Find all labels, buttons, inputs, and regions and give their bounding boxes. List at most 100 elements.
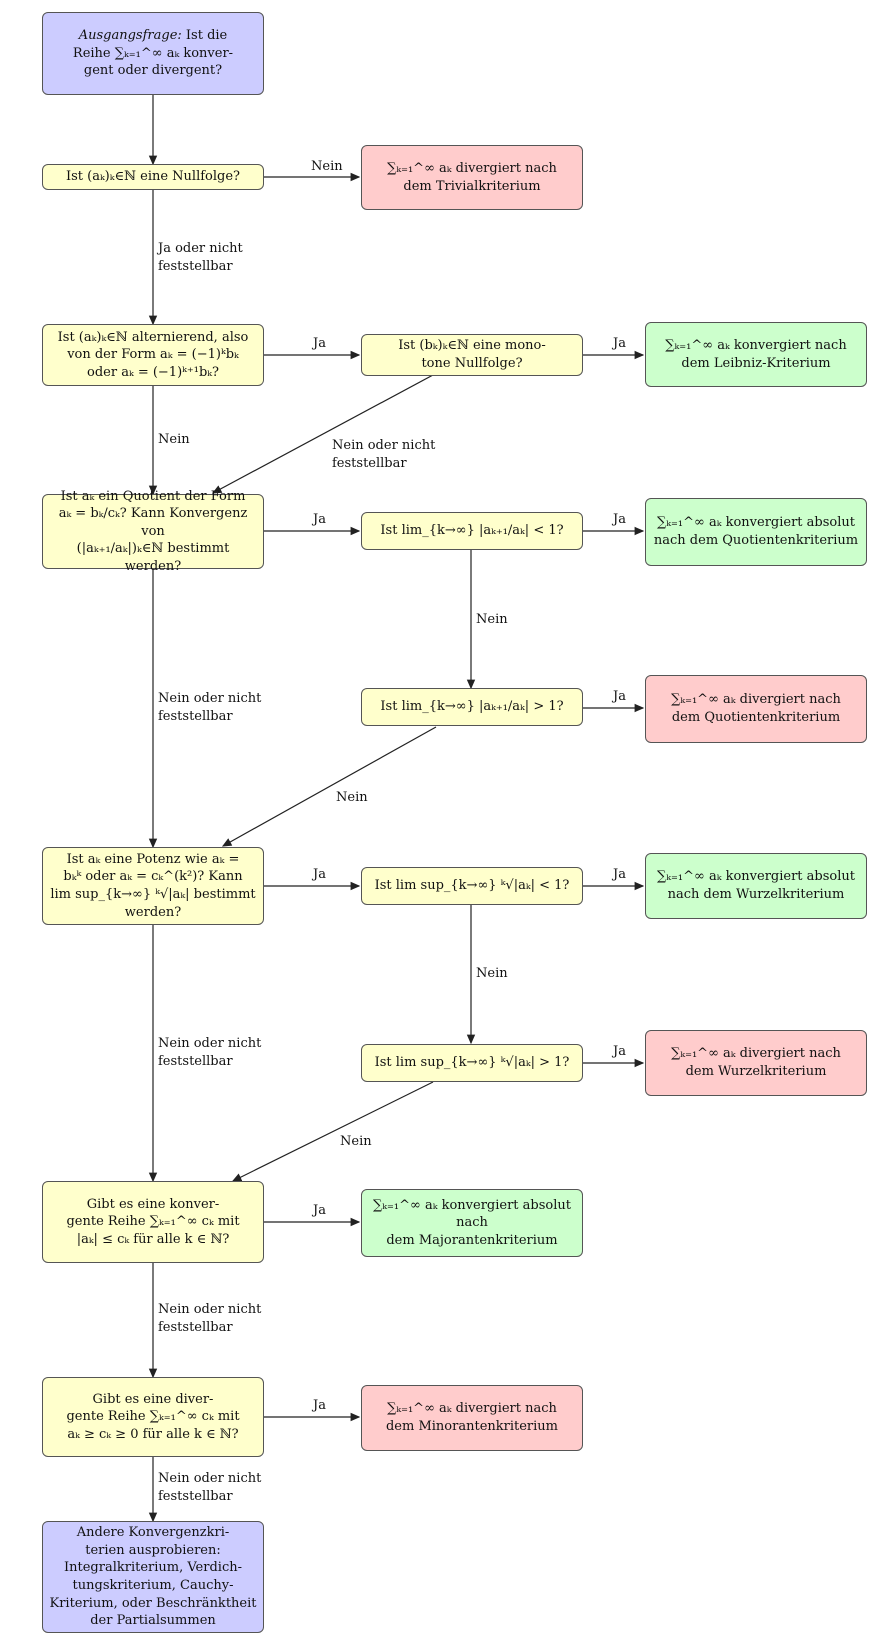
question-potenz-line-1: Ist aₖ eine Potenz wie aₖ = <box>66 851 240 867</box>
result-trivialkriterium-line-2: dem Trivialkriterium <box>403 178 541 194</box>
question-alternierend-line-2: von der Form aₖ = (−1)ᵏbₖ <box>67 347 239 363</box>
question-lim-greater-than-one-line-1: Ist lim_{k→∞} |aₖ₊₁/aₖ| > 1? <box>380 699 564 715</box>
result-wurzelkriterium-divergent: ∑ₖ₌₁^∞ aₖ divergiert nach dem Wurzelkrit… <box>645 1030 867 1096</box>
result-wurzelkriterium-konvergent-line-2: nach dem Wurzelkriterium <box>667 887 845 902</box>
question-majorante-line-1: Gibt es eine konver- <box>86 1196 220 1212</box>
result-wurzelkriterium-divergent-line-2: dem Wurzelkriterium <box>685 1064 827 1079</box>
edge-label-nein-oder-nicht-major-line-1: Nein oder nicht <box>158 1302 262 1317</box>
edge-label-ja-quot-div: Ja <box>613 689 626 704</box>
question-lim-less-than-one: Ist lim_{k→∞} |aₖ₊₁/aₖ| < 1? <box>361 512 583 550</box>
edge-label-ja-leibniz: Ja <box>613 336 626 351</box>
result-quotientenkriterium-konvergent-line-1: ∑ₖ₌₁^∞ aₖ konvergiert absolut <box>657 515 855 531</box>
result-quotientenkriterium-konvergent-line-2: nach dem Quotientenkriterium <box>653 533 859 548</box>
question-monotone-nullfolge: Ist (bₖ)ₖ∈ℕ eine mono- tone Nullfolge? <box>361 334 583 376</box>
edge-label-nein-oder-nicht-bk-line-1: Nein oder nicht <box>332 438 436 453</box>
question-limsup-greater-than-one: Ist lim sup_{k→∞} ᵏ√|aₖ| > 1? <box>361 1044 583 1082</box>
result-quotientenkriterium-divergent-line-1: ∑ₖ₌₁^∞ aₖ divergiert nach <box>671 692 841 708</box>
question-limsup-greater-than-one-line-1: Ist lim sup_{k→∞} ᵏ√|aₖ| > 1? <box>374 1055 570 1071</box>
edge-label-ja-quot: Ja <box>313 512 326 527</box>
result-trivialkriterium-line-1: ∑ₖ₌₁^∞ aₖ divergiert nach <box>387 160 557 176</box>
question-lim-less-than-one-line-1: Ist lim_{k→∞} |aₖ₊₁/aₖ| < 1? <box>380 523 564 539</box>
start-node: Ausgangsfrage: Ist die Reihe ∑ₖ₌₁^∞ aₖ k… <box>42 12 264 95</box>
question-minorante-line-2: gente Reihe ∑ₖ₌₁^∞ cₖ mit <box>66 1409 240 1425</box>
question-monotone-nullfolge-line-2: tone Nullfolge? <box>421 356 523 371</box>
question-nullfolge: Ist (aₖ)ₖ∈ℕ eine Nullfolge? <box>42 164 264 190</box>
question-alternierend-line-1: Ist (aₖ)ₖ∈ℕ alternierend, also <box>57 329 249 345</box>
question-lim-greater-than-one: Ist lim_{k→∞} |aₖ₊₁/aₖ| > 1? <box>361 688 583 726</box>
edge-label-nein-alt: Nein <box>158 432 190 447</box>
edge-label-nein-trivial: Nein <box>311 159 343 174</box>
result-wurzelkriterium-divergent-line-1: ∑ₖ₌₁^∞ aₖ divergiert nach <box>671 1046 841 1062</box>
result-leibniz-kriterium-line-2: dem Leibniz-Kriterium <box>681 355 831 371</box>
edge-rootgt-to-major <box>231 1081 434 1182</box>
question-nullfolge-line-1: Ist (aₖ)ₖ∈ℕ eine Nullfolge? <box>65 169 241 185</box>
edge-label-ja-oder-nicht-line-1: Ja oder nicht <box>158 241 243 256</box>
edge-label-ja-oder-nicht: Ja oder nicht feststellbar <box>158 240 243 275</box>
result-minorantenkriterium: ∑ₖ₌₁^∞ aₖ divergiert nach dem Minoranten… <box>361 1385 583 1451</box>
question-quotient-line-3: (|aₖ₊₁/aₖ|)ₖ∈ℕ bestimmt werden? <box>76 541 230 574</box>
edge-limgt-to-pot <box>221 726 437 847</box>
result-leibniz-kriterium: ∑ₖ₌₁^∞ aₖ konvergiert nach dem Leibniz-K… <box>645 322 867 387</box>
start-node-line-3: gent oder divergent? <box>83 63 223 79</box>
edge-label-ja-quot-conv: Ja <box>613 512 626 527</box>
question-minorante-line-3: aₖ ≥ cₖ ≥ 0 für alle k ∈ ℕ? <box>67 1426 239 1442</box>
question-limsup-less-than-one-line-1: Ist lim sup_{k→∞} ᵏ√|aₖ| < 1? <box>374 878 570 894</box>
edge-label-nein-oder-nicht-minor: Nein oder nicht feststellbar <box>158 1470 261 1505</box>
result-trivialkriterium: ∑ₖ₌₁^∞ aₖ divergiert nach dem Trivialkri… <box>361 145 583 210</box>
edge-label-nein-oder-nicht-major-line-2: feststellbar <box>158 1319 233 1335</box>
edge-label-nein-rootlt: Nein <box>476 966 508 981</box>
result-majorantenkriterium-line-2: dem Majorantenkriterium <box>386 1232 558 1248</box>
question-potenz-line-3: lim sup_{k→∞} ᵏ√|aₖ| bestimmt werden? <box>50 887 256 920</box>
edge-label-nein-oder-nicht-pot: Nein oder nicht feststellbar <box>158 1035 261 1070</box>
question-quotient-line-2: aₖ = bₖ/cₖ? Kann Konvergenz von <box>58 506 248 539</box>
result-minorantenkriterium-line-1: ∑ₖ₌₁^∞ aₖ divergiert nach <box>387 1401 557 1417</box>
question-potenz-line-2: bₖᵏ oder aₖ = cₖ^(k²)? Kann <box>63 869 243 885</box>
question-limsup-less-than-one: Ist lim sup_{k→∞} ᵏ√|aₖ| < 1? <box>361 867 583 905</box>
edge-label-ja-root-conv: Ja <box>613 867 626 882</box>
result-quotientenkriterium-divergent: ∑ₖ₌₁^∞ aₖ divergiert nach dem Quotienten… <box>645 675 867 743</box>
result-majorantenkriterium-line-1: ∑ₖ₌₁^∞ aₖ konvergiert absolut nach <box>373 1197 571 1231</box>
end-node-line-2: terien ausprobieren: <box>85 1542 221 1558</box>
result-majorantenkriterium: ∑ₖ₌₁^∞ aₖ konvergiert absolut nach dem M… <box>361 1189 583 1257</box>
end-node-line-5: Kriterium, oder Beschränktheit <box>49 1595 257 1611</box>
edge-label-ja-oder-nicht-line-2: feststellbar <box>158 258 233 274</box>
question-quotient: Ist aₖ ein Quotient der Form aₖ = bₖ/cₖ?… <box>42 489 264 574</box>
result-minorantenkriterium-line-2: dem Minorantenkriterium <box>385 1419 558 1434</box>
question-potenz: Ist aₖ eine Potenz wie aₖ = bₖᵏ oder aₖ … <box>42 847 264 925</box>
edge-label-nein-rootgt: Nein <box>340 1134 372 1149</box>
start-node-line-2: Reihe ∑ₖ₌₁^∞ aₖ konver- <box>72 45 234 61</box>
result-quotientenkriterium-konvergent: ∑ₖ₌₁^∞ aₖ konvergiert absolut nach dem Q… <box>645 498 867 566</box>
question-minorante: Gibt es eine diver- gente Reihe ∑ₖ₌₁^∞ c… <box>42 1377 264 1457</box>
question-majorante-line-2: gente Reihe ∑ₖ₌₁^∞ cₖ mit <box>66 1214 240 1230</box>
edge-label-nein-oder-nicht-quot: Nein oder nicht feststellbar <box>158 690 261 725</box>
edge-label-ja-minor: Ja <box>313 1398 326 1413</box>
edge-label-nein-oder-nicht-minor-line-1: Nein oder nicht <box>158 1471 262 1486</box>
edge-label-ja-root-div: Ja <box>613 1044 626 1059</box>
result-leibniz-kriterium-line-1: ∑ₖ₌₁^∞ aₖ konvergiert nach <box>665 337 847 353</box>
edge-label-nein-oder-nicht-pot-line-2: feststellbar <box>158 1053 233 1069</box>
edge-label-nein-oder-nicht-minor-line-2: feststellbar <box>158 1488 233 1504</box>
edge-label-ja-pot: Ja <box>313 867 326 882</box>
question-quotient-line-1: Ist aₖ ein Quotient der Form <box>60 488 246 504</box>
edge-label-nein-oder-nicht-quot-line-2: feststellbar <box>158 708 233 724</box>
end-node: Andere Konvergenzkri- terien ausprobiere… <box>42 1521 264 1633</box>
question-alternierend: Ist (aₖ)ₖ∈ℕ alternierend, also von der F… <box>42 324 264 386</box>
edge-bk-to-quot <box>211 374 434 494</box>
end-node-line-1: Andere Konvergenzkri- <box>76 1525 230 1541</box>
edge-label-nein-oder-nicht-pot-line-1: Nein oder nicht <box>158 1036 262 1051</box>
edge-label-nein-oder-nicht-major: Nein oder nicht feststellbar <box>158 1301 261 1336</box>
end-node-line-4: tungskriterium, Cauchy- <box>72 1578 234 1593</box>
question-minorante-line-1: Gibt es eine diver- <box>92 1391 214 1407</box>
edge-label-ja-major: Ja <box>313 1203 326 1218</box>
edge-label-nein-oder-nicht-quot-line-1: Nein oder nicht <box>158 691 262 706</box>
end-node-line-6: der Partialsummen <box>90 1613 216 1629</box>
edge-label-nein-oder-nicht-bk-line-2: feststellbar <box>332 455 407 471</box>
result-wurzelkriterium-konvergent: ∑ₖ₌₁^∞ aₖ konvergiert absolut nach dem W… <box>645 853 867 919</box>
result-wurzelkriterium-konvergent-line-1: ∑ₖ₌₁^∞ aₖ konvergiert absolut <box>657 869 855 885</box>
question-monotone-nullfolge-line-1: Ist (bₖ)ₖ∈ℕ eine mono- <box>398 338 546 354</box>
result-quotientenkriterium-divergent-line-2: dem Quotientenkriterium <box>671 710 841 725</box>
end-node-line-3: Integralkriterium, Verdich- <box>63 1560 242 1576</box>
edge-label-nein-limlt: Nein <box>476 612 508 627</box>
